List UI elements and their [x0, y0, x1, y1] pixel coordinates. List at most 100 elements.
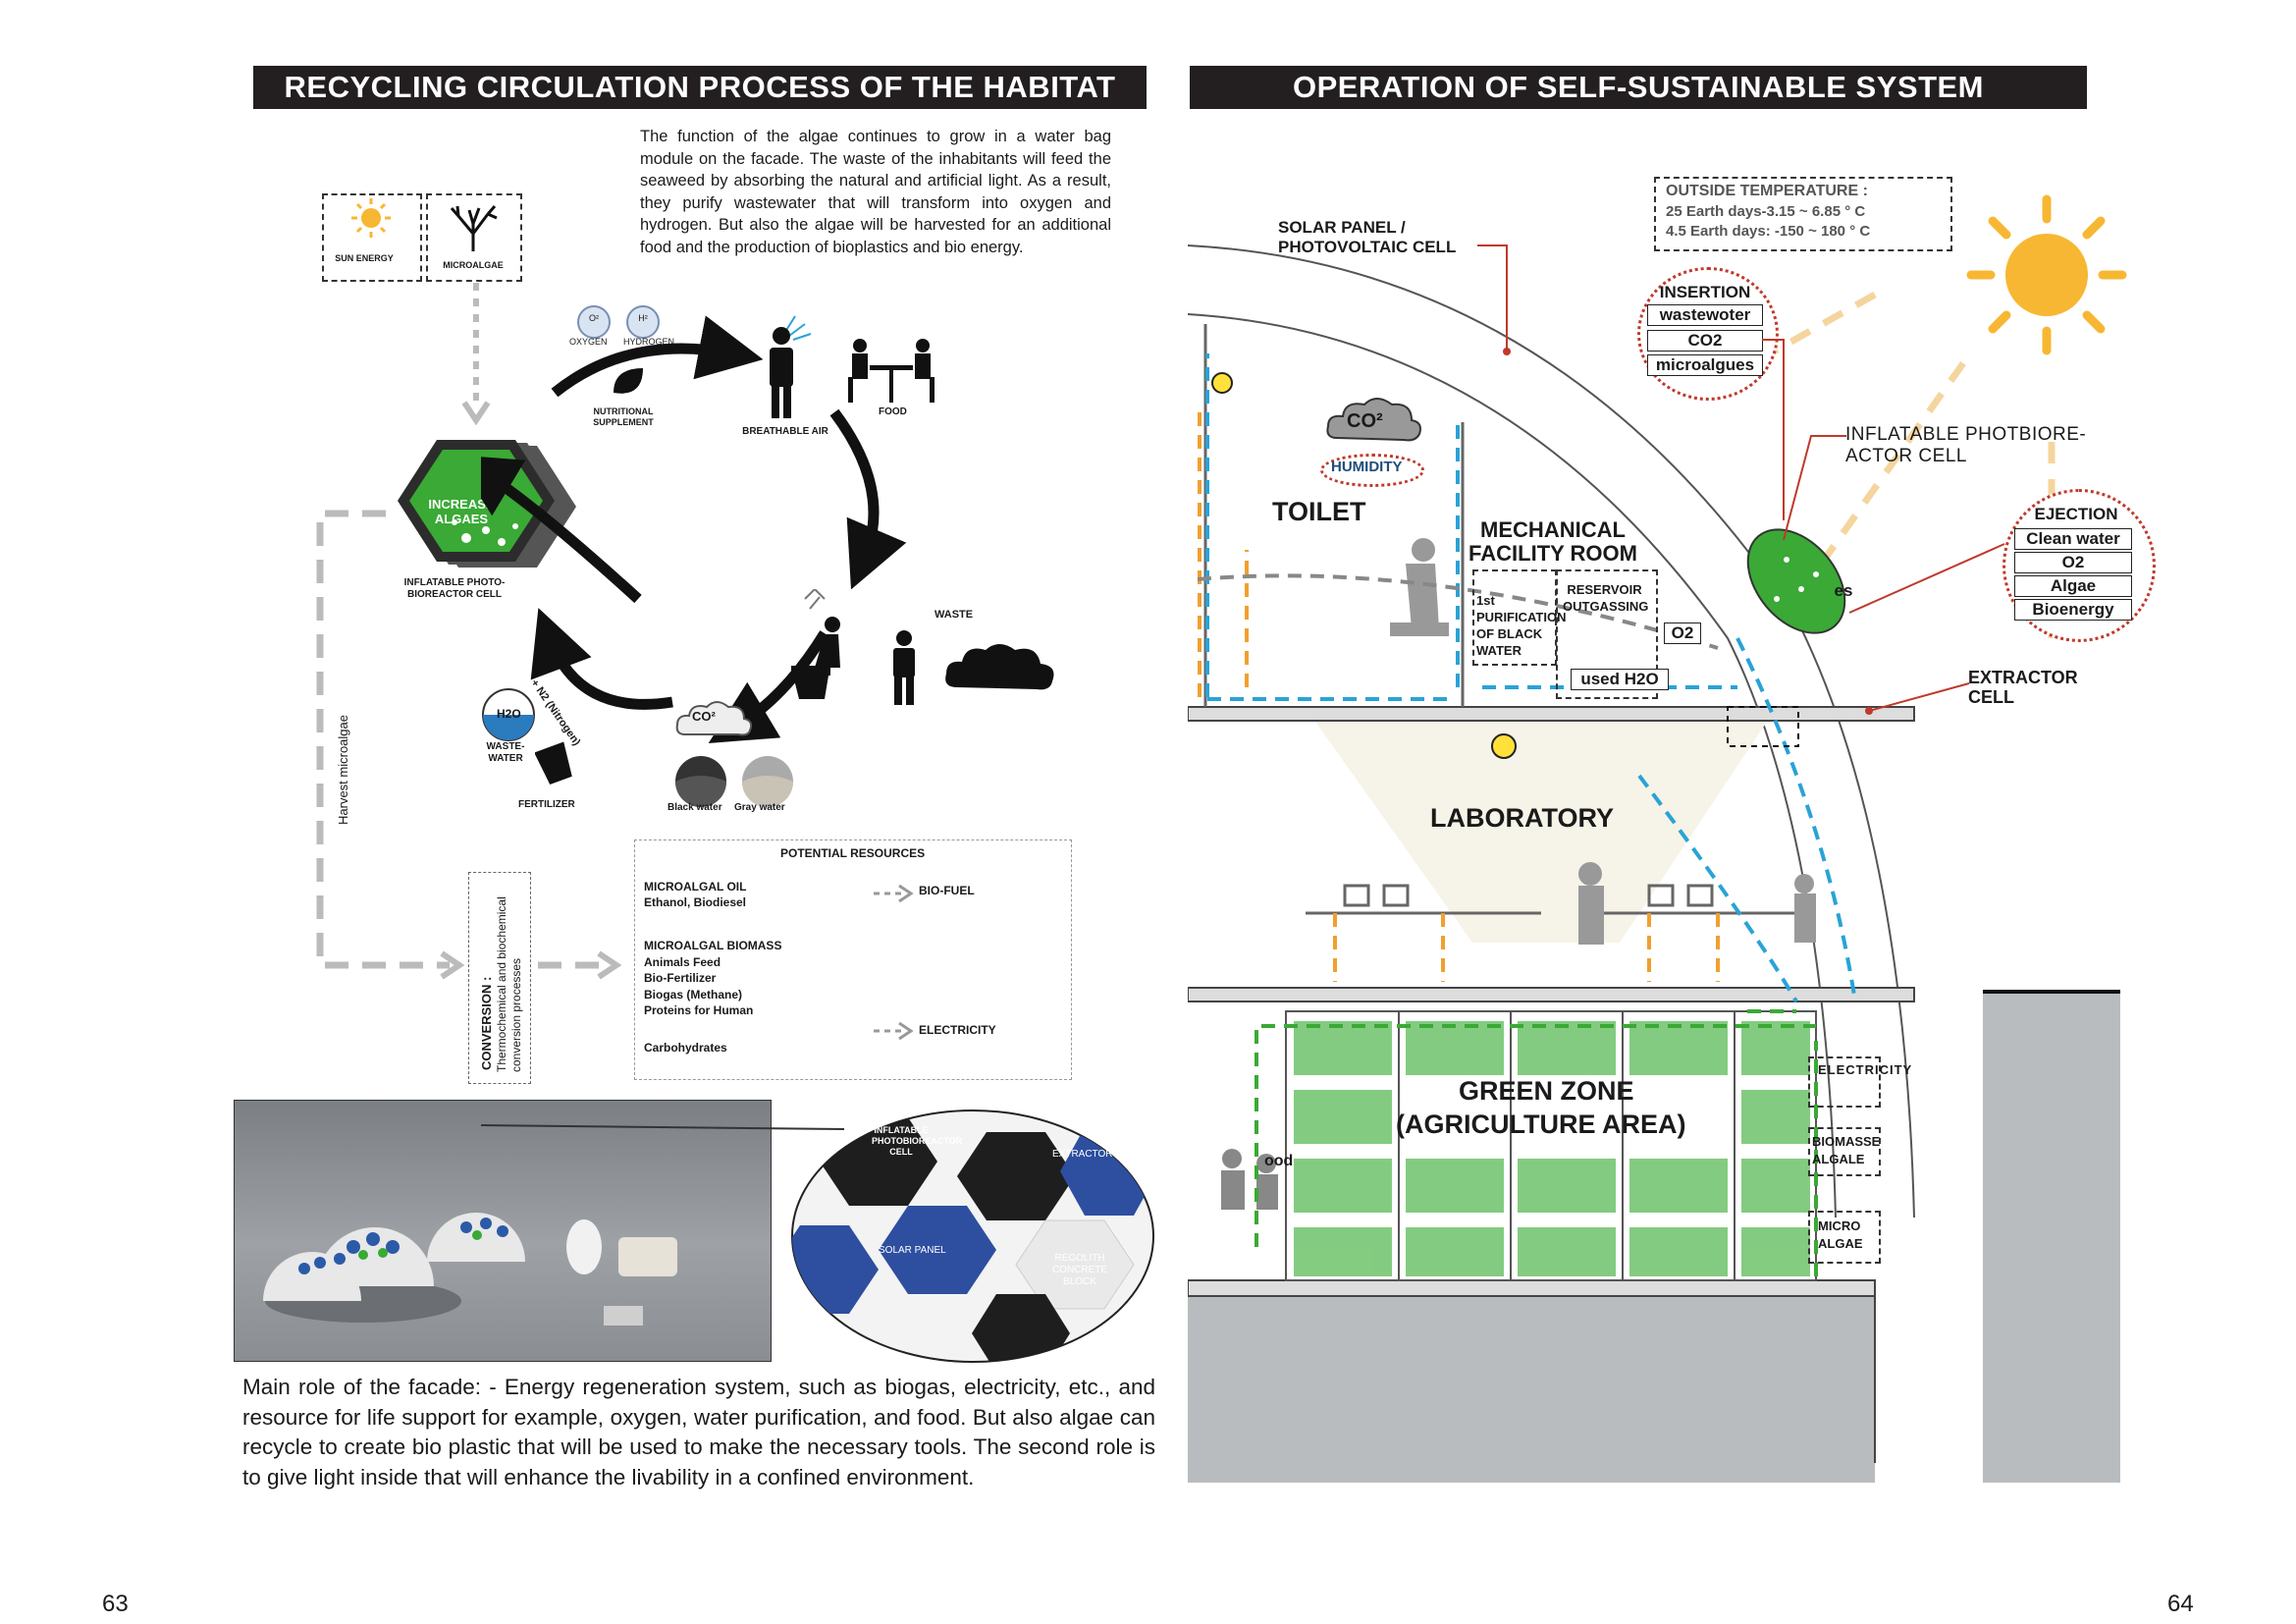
insertion-item: wastewoter	[1647, 304, 1763, 326]
potential-resources-box	[634, 839, 1072, 1080]
solar-panel-label: SOLAR PANEL / PHOTOVOLTAIC CELL	[1278, 218, 1457, 256]
ood-label: ood	[1264, 1153, 1294, 1169]
breathable-air-label: BREATHABLE AIR	[742, 426, 828, 437]
harvest-label: Harvest microalgae	[336, 715, 350, 825]
sun-energy-legend	[322, 193, 422, 282]
left-title-banner: RECYCLING CIRCULATION PROCESS OF THE HAB…	[253, 66, 1147, 109]
micro-algae-box	[1808, 1211, 1881, 1264]
facade-caption: Main role of the facade: - Energy regene…	[242, 1375, 1155, 1489]
conversion-sub-label: Thermochemical and biochemical conversio…	[495, 896, 523, 1072]
microalgae-legend	[426, 193, 522, 282]
agriculture-label: (AGRICULTURE AREA)	[1396, 1110, 1686, 1139]
toilet-label: TOILET	[1272, 497, 1366, 526]
increase-algaes-label: INCREASE ALGAES	[428, 497, 495, 526]
dining-table-icon	[848, 339, 934, 403]
insertion-item: CO2	[1647, 330, 1763, 352]
harvest-dashed-path	[316, 510, 622, 980]
h2o-label: H2O	[497, 707, 521, 721]
biomasse-box	[1808, 1127, 1881, 1176]
ejection-leader	[1848, 543, 2005, 614]
co2-label-right: CO²	[1347, 410, 1383, 432]
leaf-icon	[614, 368, 643, 394]
inflatable-leader	[1783, 435, 1846, 541]
co2-cloud-icon	[675, 701, 753, 736]
biomass-item: Biogas (Methane)	[644, 988, 743, 1001]
page-number-left: 63	[102, 1591, 129, 1617]
left-description: The function of the algae continues to g…	[640, 128, 1111, 256]
zoom-label-solar-panel: SOLAR PANEL	[879, 1245, 946, 1256]
fertilizer-bag-icon	[535, 741, 572, 785]
waste-label: WASTE	[934, 609, 974, 621]
food-label: FOOD	[879, 406, 907, 417]
legend-down-arrow	[461, 283, 491, 426]
sun-energy-label: SUN ENERGY	[335, 253, 394, 263]
biomass-item: Bio-Fertilizer	[644, 971, 717, 985]
micro-algae-label: MICRO ALGAE	[1818, 1218, 1863, 1251]
oxygen-hydrogen-bubbles	[577, 305, 660, 339]
extractor-leader	[1865, 682, 1970, 715]
electricity-box	[1808, 1056, 1881, 1108]
biomasse-label: BIOMASSE ALGALE	[1812, 1134, 1881, 1166]
h2-bubble-text: H²	[638, 313, 648, 323]
co2-cloud-right	[1326, 398, 1421, 442]
page-number-right: 64	[2167, 1591, 2194, 1617]
biofuel-label: BIO-FUEL	[919, 884, 975, 897]
ejection-item: Algae	[2014, 575, 2132, 597]
solar-panel-leader	[1477, 244, 1511, 355]
es-box: es	[1834, 581, 1853, 600]
zoom-leader-line	[481, 1124, 845, 1130]
temp-line-2: 4.5 Earth days: -150 ~ 180 ° C	[1666, 223, 1871, 240]
gray-water-label: Gray water	[734, 802, 785, 813]
nutritional-label: NUTRITIONAL SUPPLEMENT	[593, 406, 654, 427]
oil-items: Ethanol, Biodiesel	[644, 895, 747, 909]
electricity-label-right: ELECTRICITY	[1818, 1062, 1913, 1077]
humidity-oval	[1320, 454, 1424, 487]
ejection-item: Bioenergy	[2014, 599, 2132, 621]
potential-title: POTENTIAL RESOURCES	[780, 846, 926, 860]
biomass-title: MICROALGAL BIOMASS	[644, 939, 782, 952]
waste-cloud-icon	[945, 644, 1054, 690]
temp-title: OUTSIDE TEMPERATURE :	[1666, 183, 1868, 199]
co2-cloud-text: CO²	[692, 709, 716, 724]
habitat-section-drawing	[1188, 244, 2120, 1483]
reservoir-label: RESERVOIR OUTGASSING	[1563, 582, 1649, 614]
ejection-item: Clean water	[2014, 528, 2132, 550]
mechanical-label: MECHANICAL FACILITY ROOM	[1468, 517, 1637, 566]
right-title-banner: OPERATION OF SELF-SUSTAINABLE SYSTEM	[1190, 66, 2087, 109]
zoom-label-regolith: REGOLITH CONCRETE BLOCK	[1051, 1253, 1108, 1287]
biomass-item: Proteins for Human	[644, 1003, 754, 1017]
electricity-label-left: ELECTRICITY	[919, 1023, 996, 1037]
conversion-label: CONVERSION :	[479, 976, 494, 1070]
purification-label: 1st PURIFICATION OF BLACK WATER	[1476, 593, 1567, 658]
bioreactor-cell-label: INFLATABLE PHOTO-BIOREACTOR CELL	[403, 577, 506, 600]
microalgae-icon	[450, 205, 498, 251]
insertion-title: INSERTION	[1659, 283, 1751, 301]
laboratory-label: LABORATORY	[1430, 803, 1614, 833]
person-waste-icon	[893, 630, 915, 705]
right-title: OPERATION OF SELF-SUSTAINABLE SYSTEM	[1292, 70, 1985, 104]
toilet-person-icon	[791, 589, 840, 699]
microalgae-label: MICROALGAE	[443, 260, 504, 270]
h2o-drop-icon	[482, 688, 535, 741]
green-zone-label: GREEN ZONE	[1459, 1076, 1634, 1106]
inflatable-label: INFLATABLE PHOTBIORE-ACTOR CELL	[1845, 424, 2087, 466]
outside-temperature-box	[1654, 177, 1952, 251]
wastewater-label: WASTE-WATER	[486, 741, 525, 764]
black-water-label: Black water	[667, 802, 722, 813]
ejection-item: O2	[2014, 552, 2132, 573]
ejection-title: EJECTION	[2034, 505, 2118, 523]
used-h2o-box: used H2O	[1571, 669, 1669, 690]
fertilizer-label: FERTILIZER	[518, 799, 575, 810]
conversion-box	[468, 872, 531, 1084]
sun-icon	[351, 198, 391, 238]
oil-title: MICROALGAL OIL	[644, 880, 747, 893]
dome-render	[263, 1213, 677, 1326]
biomass-item: Animals Feed	[644, 955, 721, 969]
zoom-label-extractor: EXTRACTOR	[1052, 1149, 1113, 1160]
resource-arrows	[874, 884, 914, 1041]
hydrogen-label: HYDROGEN	[623, 337, 675, 347]
insertion-leader	[1762, 339, 1785, 520]
o2-box: O2	[1664, 623, 1701, 644]
temp-line-1: 25 Earth days-3.15 ~ 6.85 ° C	[1666, 203, 1866, 220]
o2-bubble-text: O²	[589, 313, 599, 323]
